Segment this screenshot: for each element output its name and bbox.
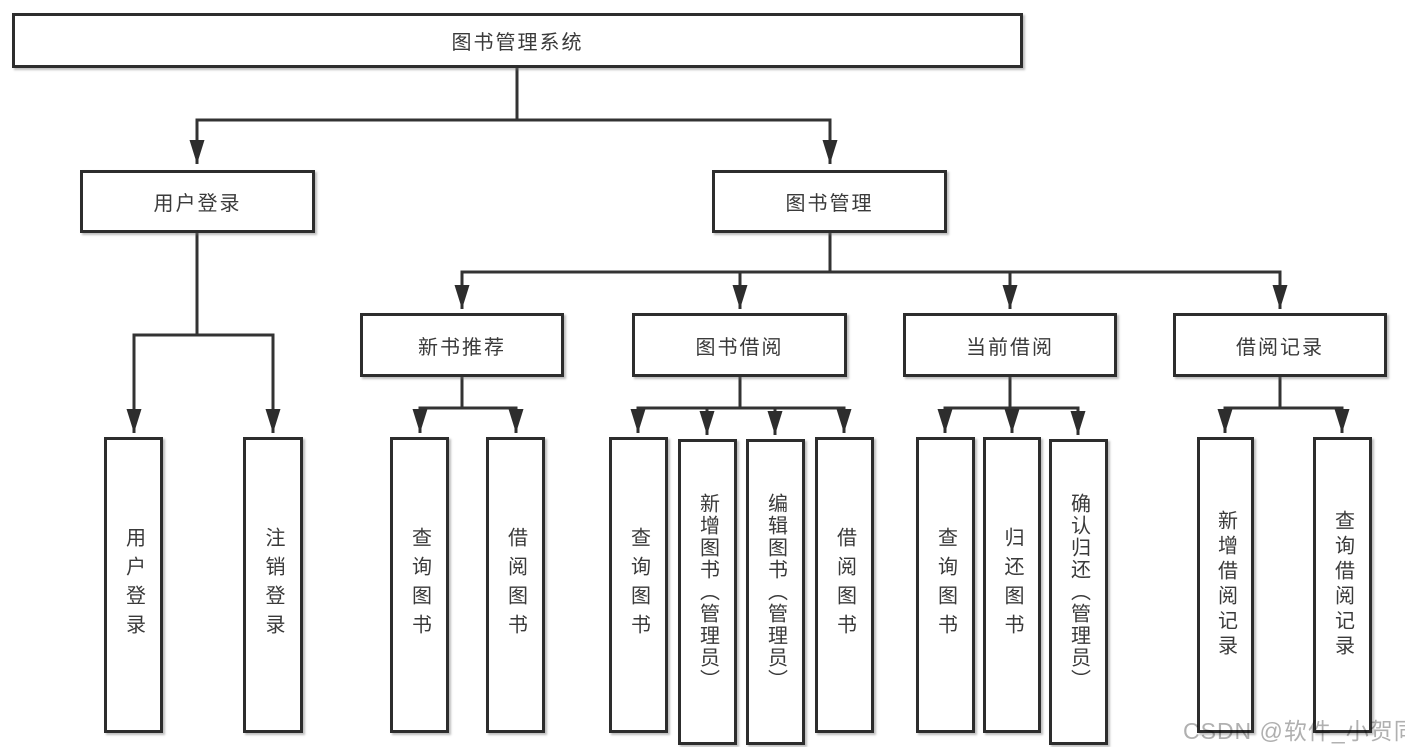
- leaf-borrow-books-recommend: 借阅图书: [486, 437, 545, 733]
- node-borrow-records-label: 借阅记录: [1236, 336, 1324, 359]
- edges-borrow-record-children: [1217, 377, 1350, 433]
- leaf-logout-label: 注销登录: [262, 527, 284, 643]
- leaf-edit-books-admin-label: 编辑图书（管理员）: [764, 493, 787, 691]
- node-user-login-label: 用户登录: [153, 193, 242, 215]
- edges-book-mgmt-to-level3: [454, 233, 1288, 309]
- leaf-add-borrow-record-label: 新增借阅记录: [1214, 510, 1237, 660]
- leaf-query-books-recommend-label: 查询图书: [408, 527, 431, 643]
- leaf-add-borrow-record: 新增借阅记录: [1197, 437, 1254, 733]
- leaf-confirm-return-admin: 确认归还（管理员）: [1049, 439, 1108, 745]
- edges-current-borrow-children: [937, 377, 1086, 435]
- leaf-borrow-books-borrowing-label: 借阅图书: [833, 527, 856, 643]
- edges-book-borrow-children: [630, 377, 852, 435]
- leaf-user-login: 用户登录: [104, 437, 163, 733]
- leaf-edit-books-admin: 编辑图书（管理员）: [746, 439, 805, 745]
- leaf-query-borrow-record: 查询借阅记录: [1313, 437, 1372, 733]
- node-root-library-system: 图书管理系统: [12, 13, 1023, 68]
- leaf-logout: 注销登录: [243, 437, 303, 733]
- node-new-book-recommend: 新书推荐: [360, 313, 564, 377]
- node-borrow-records: 借阅记录: [1173, 313, 1387, 377]
- leaf-query-borrow-record-label: 查询借阅记录: [1331, 510, 1354, 660]
- node-book-borrowing-label: 图书借阅: [695, 336, 784, 359]
- node-current-borrowing-label: 当前借阅: [966, 336, 1054, 359]
- leaf-confirm-return-admin-label: 确认归还（管理员）: [1067, 493, 1090, 691]
- leaf-borrow-books-borrowing: 借阅图书: [815, 437, 874, 733]
- leaf-query-books-current-label: 查询图书: [934, 527, 957, 643]
- node-book-borrowing: 图书借阅: [632, 313, 847, 377]
- node-book-management: 图书管理: [712, 170, 947, 233]
- node-new-book-recommend-label: 新书推荐: [418, 336, 506, 359]
- node-book-management-label: 图书管理: [785, 193, 874, 215]
- node-current-borrowing: 当前借阅: [903, 313, 1117, 377]
- leaf-return-books-label: 归还图书: [1001, 527, 1023, 643]
- csdn-watermark: CSDN @软件_小贺同学: [1183, 718, 1405, 744]
- node-root-label: 图书管理系统: [451, 32, 584, 54]
- node-user-login: 用户登录: [80, 170, 315, 233]
- leaf-borrow-books-recommend-label: 借阅图书: [504, 527, 527, 643]
- edges-root-to-level2: [189, 68, 838, 164]
- leaf-return-books: 归还图书: [983, 437, 1041, 733]
- leaf-add-books-admin: 新增图书（管理员）: [678, 439, 737, 745]
- edges-new-book-children: [412, 377, 524, 433]
- leaf-query-books-recommend: 查询图书: [390, 437, 449, 733]
- leaf-query-books-current: 查询图书: [916, 437, 975, 733]
- leaf-user-login-label: 用户登录: [122, 527, 145, 643]
- leaf-query-books-borrowing: 查询图书: [609, 437, 668, 733]
- leaf-query-books-borrowing-label: 查询图书: [627, 527, 650, 643]
- leaf-add-books-admin-label: 新增图书（管理员）: [696, 493, 719, 691]
- edges-user-login-children: [126, 233, 281, 433]
